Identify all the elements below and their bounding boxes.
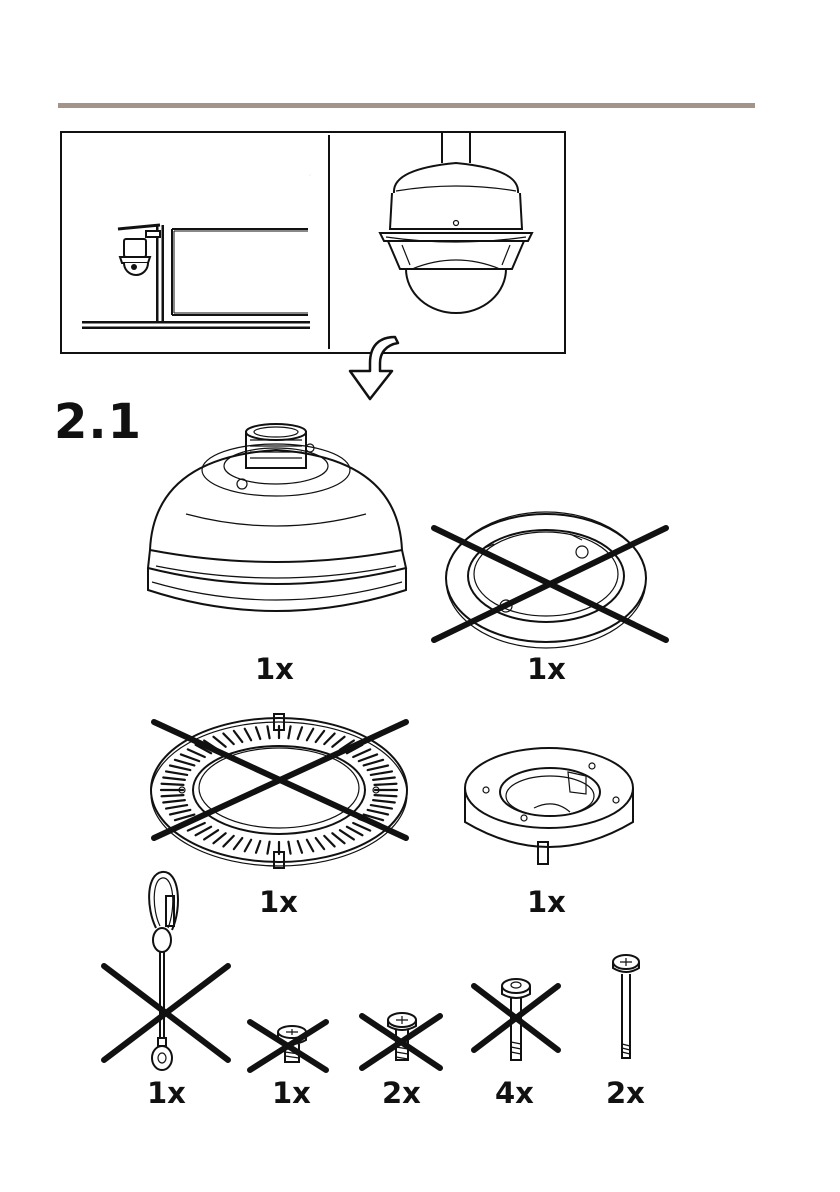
quantity-mounting-bracket: 1x bbox=[527, 888, 566, 917]
pendant-cover-illustration bbox=[142, 418, 412, 640]
quantity-ceiling-ring: 1x bbox=[527, 655, 566, 684]
cross-out-icon bbox=[100, 962, 232, 1064]
long-bolt-illustration bbox=[608, 952, 644, 1064]
cross-out-icon bbox=[430, 522, 670, 646]
panel-divider bbox=[328, 135, 330, 349]
cross-out-icon bbox=[150, 718, 410, 842]
quantity-screw-a: 2x bbox=[382, 1079, 421, 1108]
quantity-short-screw: 1x bbox=[272, 1079, 311, 1108]
header-rule bbox=[58, 103, 755, 108]
quantity-long-bolt: 2x bbox=[606, 1079, 645, 1108]
mounting-bracket-illustration bbox=[458, 742, 640, 868]
quantity-pendant-cover: 1x bbox=[255, 655, 294, 684]
dome-camera-icon bbox=[370, 133, 550, 353]
quantity-vented-ring: 1x bbox=[259, 888, 298, 917]
cross-out-icon bbox=[470, 982, 562, 1054]
step-number: 2.1 bbox=[54, 398, 142, 446]
quantity-safety-wire: 1x bbox=[147, 1079, 186, 1108]
cross-out-icon bbox=[358, 1012, 444, 1072]
down-arrow-icon bbox=[340, 333, 404, 403]
quantity-screw-b: 4x bbox=[495, 1079, 534, 1108]
house-wall-mount-icon bbox=[62, 133, 328, 353]
cross-out-icon bbox=[246, 1018, 330, 1074]
overview-panel bbox=[60, 131, 566, 354]
